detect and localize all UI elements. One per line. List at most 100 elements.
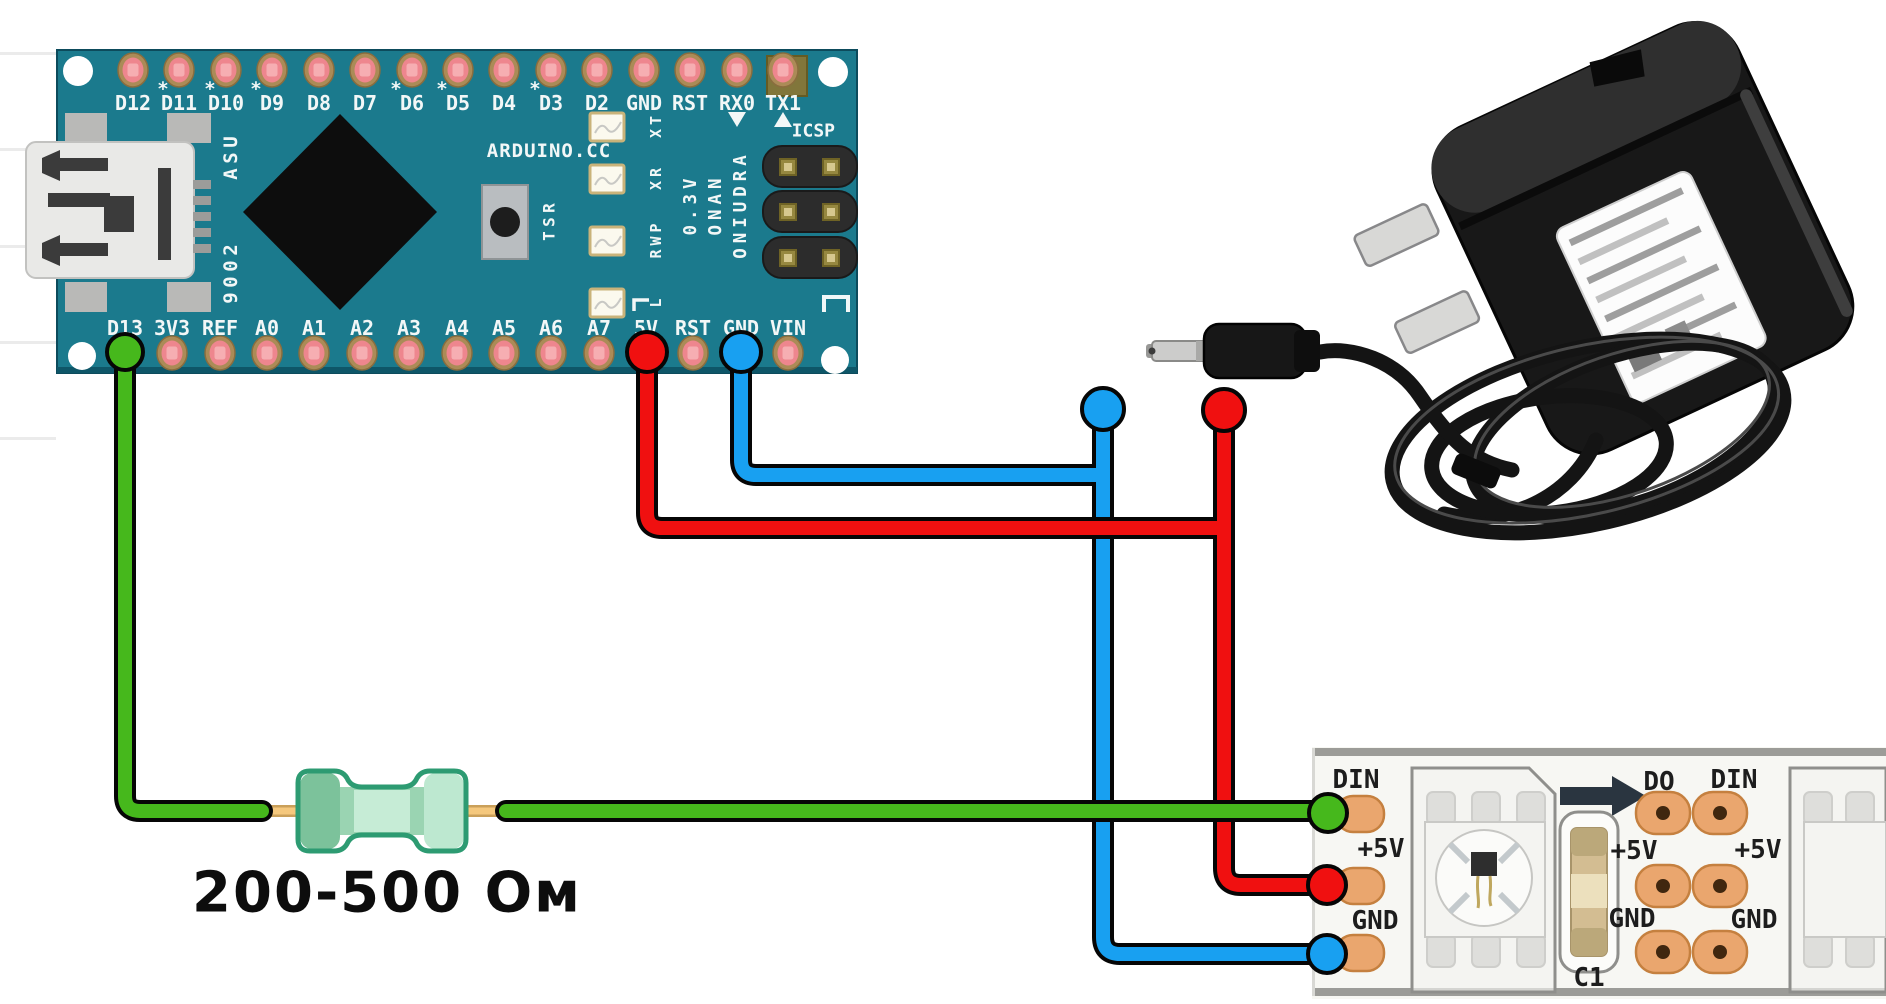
wire-gnd-blue [730, 341, 1338, 965]
top-pin-label: D8 [307, 91, 331, 115]
wires [114, 341, 1339, 965]
silk-site-url: ARDUINO.CC [487, 140, 611, 162]
top-pin-label: D12 [115, 91, 151, 115]
silk-model: I [731, 217, 751, 228]
silk-model: N [706, 178, 726, 189]
strip-pad-label: +5V [1358, 834, 1405, 864]
pad-hole [1713, 806, 1727, 820]
smd-led [588, 111, 626, 143]
reset-button [481, 184, 529, 260]
strip-bottom-edge [1312, 988, 1886, 996]
strip-pad-label: +5V [1735, 835, 1782, 865]
spec-label-fineprint [1568, 187, 1738, 380]
led-label: R [647, 167, 665, 177]
bottom-pin-label: A3 [397, 316, 421, 340]
silk-rst: R [540, 203, 559, 213]
silk-model: 3 [681, 194, 701, 205]
silk-model: O [731, 248, 751, 259]
usb-tab [167, 282, 211, 312]
plug-prong [1394, 290, 1481, 355]
plug-prong [1353, 203, 1440, 268]
silk-model: . [681, 209, 701, 220]
pwm-asterisk: * [390, 78, 401, 100]
top-pin-label: D9 [260, 91, 284, 115]
pwm-asterisk: * [157, 78, 168, 100]
strip-top-edge [1312, 748, 1886, 756]
usb-contact [193, 228, 211, 237]
pwm-asterisk: * [436, 78, 447, 100]
pad-hole [1656, 879, 1670, 893]
silk-model: U [731, 202, 751, 213]
strip-pad-label: DIN [1333, 765, 1380, 795]
led-die [1471, 852, 1497, 876]
bottom-pin-label: A6 [539, 316, 563, 340]
wire-data-green [114, 341, 1339, 822]
silk-bracket [632, 298, 649, 311]
strip-pad-label: +5V [1611, 836, 1658, 866]
top-pin-label: D4 [492, 91, 516, 115]
top-pin-label: D3 [539, 91, 563, 115]
dot-adapter-plus [1201, 387, 1247, 433]
usb-tab [65, 113, 107, 143]
case-notch [1589, 49, 1645, 87]
pwm-asterisk: * [529, 78, 540, 100]
led-label: X [647, 129, 665, 138]
mounting-hole [821, 346, 849, 374]
silk-model: 0 [681, 225, 701, 236]
led-label: P [647, 223, 665, 232]
bottom-pin-label: REF [202, 316, 238, 340]
bottom-pin-label: RST [675, 316, 711, 340]
led-label: T [647, 116, 665, 125]
cable-tie [1451, 453, 1501, 489]
silk-model: N [706, 209, 726, 220]
barrel-plug [1146, 322, 1320, 380]
smd-led [588, 287, 626, 319]
dot-strip-5v [1306, 864, 1348, 906]
tx-arrow-icon [774, 112, 792, 127]
dot-gnd [719, 330, 763, 374]
silk-year: 9 [220, 292, 242, 303]
fineprint-line [1568, 187, 1684, 247]
top-pin-label: D11 [161, 91, 197, 115]
led-label: R [647, 249, 665, 259]
data-direction-arrow-icon [1560, 776, 1646, 816]
top-pin-label: RST [672, 91, 708, 115]
fineprint-line [1577, 217, 1670, 266]
usb-tab [65, 282, 107, 312]
silk-rst: S [540, 217, 559, 227]
strip-pad-label: GND [1352, 906, 1399, 936]
dot-strip-gnd [1306, 933, 1348, 975]
silk-model: D [731, 186, 751, 197]
bottom-pin-label: A5 [492, 316, 516, 340]
bottom-pin-label: A1 [302, 316, 326, 340]
silk-model: N [731, 233, 751, 244]
strip-pad-label: GND [1731, 905, 1778, 935]
fineprint-line [1604, 263, 1720, 323]
resistor-outline [295, 768, 469, 854]
usb-slot [158, 168, 171, 260]
usb-tab [167, 113, 211, 143]
bond-wire [1488, 875, 1493, 907]
silk-model: O [706, 225, 726, 236]
smd-led [588, 163, 626, 195]
silk-bracket [822, 295, 850, 312]
pwm-asterisk: * [250, 78, 261, 100]
silk-model: V [681, 178, 701, 189]
mounting-hole [818, 57, 848, 87]
mcu-chip [243, 114, 437, 310]
bond-wire [1475, 875, 1481, 909]
silk-icsp-label: ICSP [792, 121, 836, 142]
pad-hole [1656, 806, 1670, 820]
pad-hole [1713, 879, 1727, 893]
usb-contact [193, 212, 211, 221]
resistor [295, 768, 469, 854]
silk-year: 0 [220, 260, 242, 271]
top-pin-label: D10 [208, 91, 244, 115]
top-pin-label: D2 [585, 91, 609, 115]
